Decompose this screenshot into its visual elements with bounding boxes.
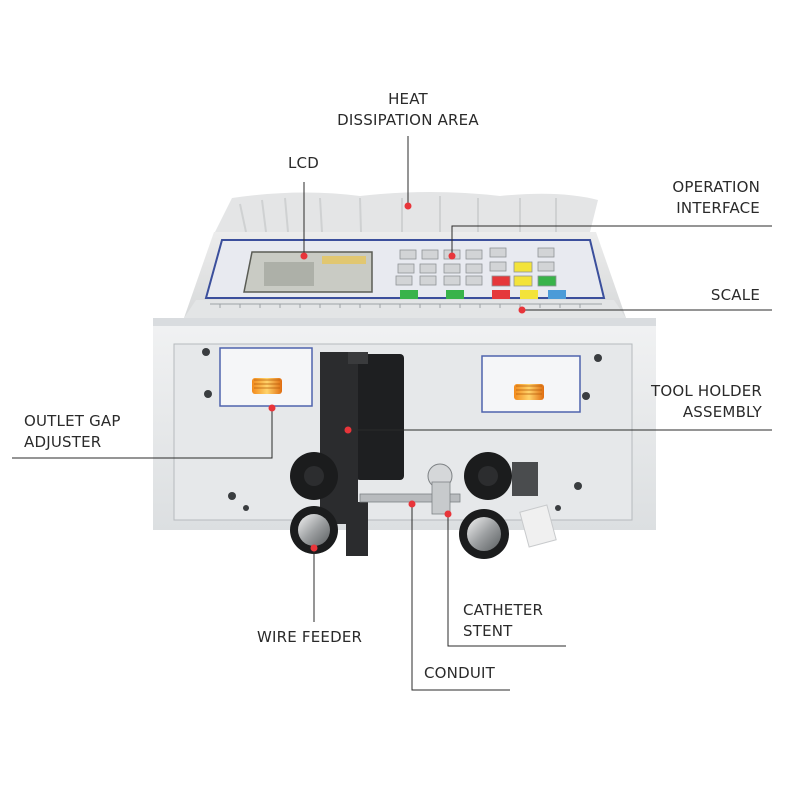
dot-scale <box>518 306 526 314</box>
label-conduit: CONDUIT <box>424 663 495 684</box>
dot-tool-holder <box>344 426 352 434</box>
label-outlet-gap-line1: OUTLET GAP <box>24 412 121 430</box>
label-lcd-text: LCD <box>288 154 319 172</box>
label-catheter-stent: CATHETER STENT <box>463 600 543 642</box>
leader-conduit <box>411 504 510 691</box>
label-tool-holder-line2: ASSEMBLY <box>682 403 762 421</box>
label-outlet-gap-adjuster: OUTLET GAP ADJUSTER <box>24 411 121 453</box>
scale-ruler <box>210 303 602 308</box>
leader-outlet-gap <box>12 408 273 459</box>
label-heat-dissipation-area: HEAT DISSIPATION AREA <box>320 89 496 131</box>
wire-feeder-rollers <box>290 452 338 554</box>
label-scale: SCALE <box>711 285 760 306</box>
label-operation-interface: OPERATION INTERFACE <box>672 177 760 219</box>
label-scale-text: SCALE <box>710 286 760 304</box>
label-heat-line1: HEAT <box>388 90 428 108</box>
label-heat-line2: DISSIPATION AREA <box>337 111 479 129</box>
label-catheter-line1: CATHETER <box>463 601 544 619</box>
outlet-gap-adjuster <box>219 347 313 407</box>
right-feeder-rollers <box>459 452 557 559</box>
label-tool-holder-line1: TOOL HOLDER <box>651 382 762 400</box>
label-catheter-line2: STENT <box>463 622 513 640</box>
callout-dots <box>268 202 526 552</box>
label-wire-feeder-text: WIRE FEEDER <box>257 628 363 646</box>
dot-wire-feeder <box>310 544 318 552</box>
screws <box>202 348 602 511</box>
catheter-stent <box>427 463 453 515</box>
heat-dissipation-area <box>214 192 598 234</box>
tool-holder-assembly <box>320 352 404 556</box>
leader-operation <box>451 225 772 256</box>
dot-operation <box>448 252 456 260</box>
dot-heat <box>404 202 412 210</box>
label-wire-feeder: WIRE FEEDER <box>257 627 362 648</box>
label-lcd: LCD <box>288 153 319 174</box>
leader-catheter <box>447 516 566 647</box>
label-conduit-text: CONDUIT <box>424 664 496 682</box>
right-adjuster-window <box>481 355 581 413</box>
dot-lcd <box>300 252 308 260</box>
dot-catheter <box>444 510 452 518</box>
label-tool-holder-assembly: TOOL HOLDER ASSEMBLY <box>651 381 762 423</box>
label-outlet-gap-line2: ADJUSTER <box>24 433 102 451</box>
dot-conduit <box>408 500 416 508</box>
lcd-screen <box>243 251 373 293</box>
label-operation-line1: OPERATION <box>672 178 760 196</box>
leader-lines <box>12 136 772 691</box>
label-operation-line2: INTERFACE <box>676 199 760 217</box>
dot-outlet-gap <box>268 404 276 412</box>
